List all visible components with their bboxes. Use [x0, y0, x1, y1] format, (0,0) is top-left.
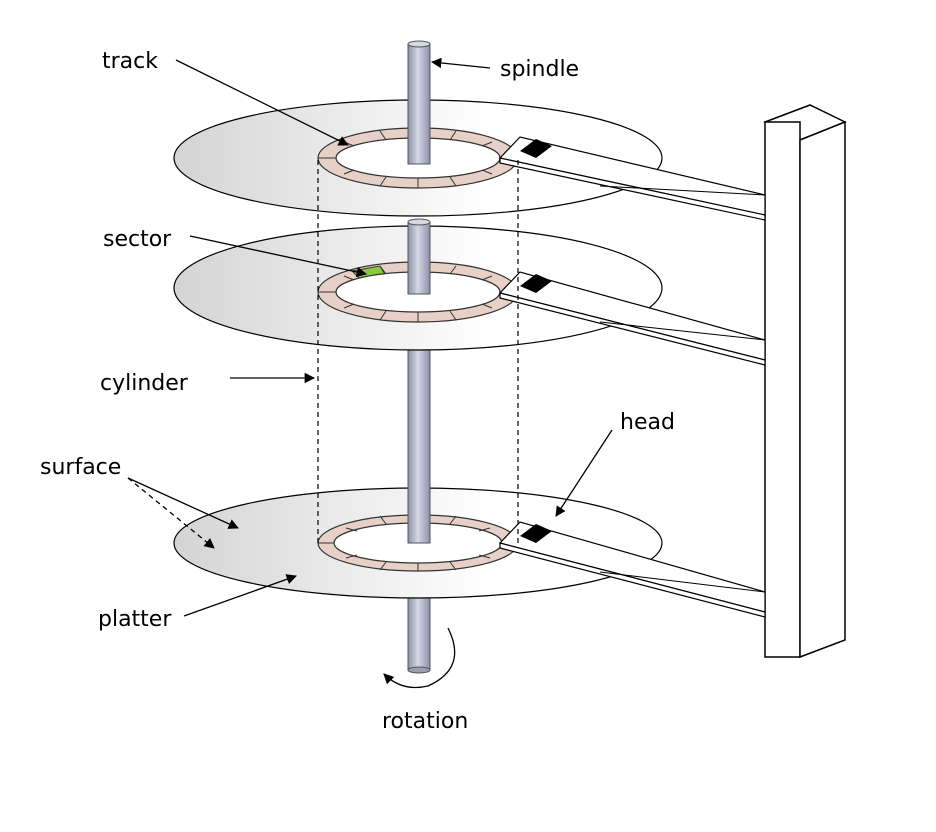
head-block: [520, 139, 552, 158]
spindle-bottom: [407, 589, 431, 671]
label-spindle: spindle: [500, 57, 579, 82]
label-rotation: rotation: [382, 709, 468, 734]
label-head: head: [620, 410, 675, 435]
arm-bottom: [498, 521, 766, 618]
spindle-top: [407, 43, 431, 165]
label-track: track: [102, 49, 158, 74]
label-surface: surface: [40, 455, 121, 480]
arm-top: [498, 136, 766, 221]
actuator-post: [763, 104, 847, 659]
cylinder-outline: [317, 160, 519, 543]
label-platter: platter: [98, 607, 172, 632]
label-sector: sector: [103, 227, 172, 252]
head-block: [520, 274, 552, 293]
leader-lines: [127, 57, 613, 617]
head-block: [520, 524, 552, 543]
spindle-middle: [407, 344, 431, 544]
rotation-arrow: [383, 627, 456, 689]
arm-middle: [498, 271, 766, 366]
label-cylinder: cylinder: [100, 371, 189, 396]
